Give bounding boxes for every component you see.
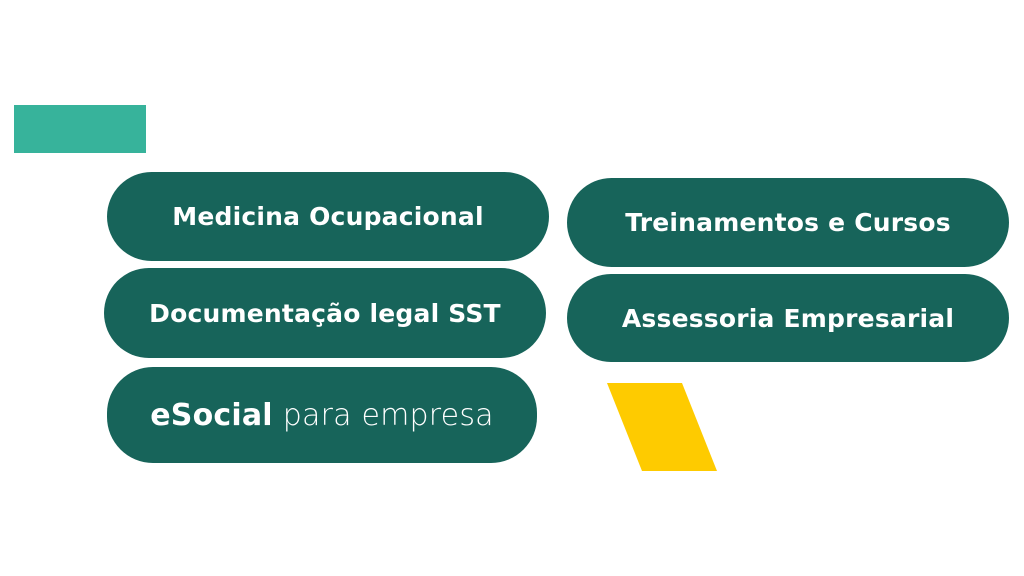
service-label-light: para empresa — [282, 397, 494, 433]
service-label-bold: eSocial — [150, 397, 273, 433]
service-label: Medicina Ocupacional — [172, 202, 484, 231]
service-assessoria-button[interactable]: Assessoria Empresarial — [567, 274, 1009, 362]
service-medicina-ocupacional-button[interactable]: Medicina Ocupacional — [107, 172, 549, 261]
service-treinamentos-button[interactable]: Treinamentos e Cursos — [567, 178, 1009, 267]
service-documentacao-legal-button[interactable]: Documentação legal SST — [104, 268, 546, 358]
service-label: Treinamentos e Cursos — [625, 208, 951, 237]
service-label: Assessoria Empresarial — [621, 303, 955, 333]
service-label: Documentação legal SST — [149, 298, 501, 328]
service-esocial-button[interactable]: eSocial para empresa — [107, 367, 537, 463]
teal-accent-block — [14, 105, 146, 153]
yellow-parallelogram-accent — [607, 383, 717, 471]
